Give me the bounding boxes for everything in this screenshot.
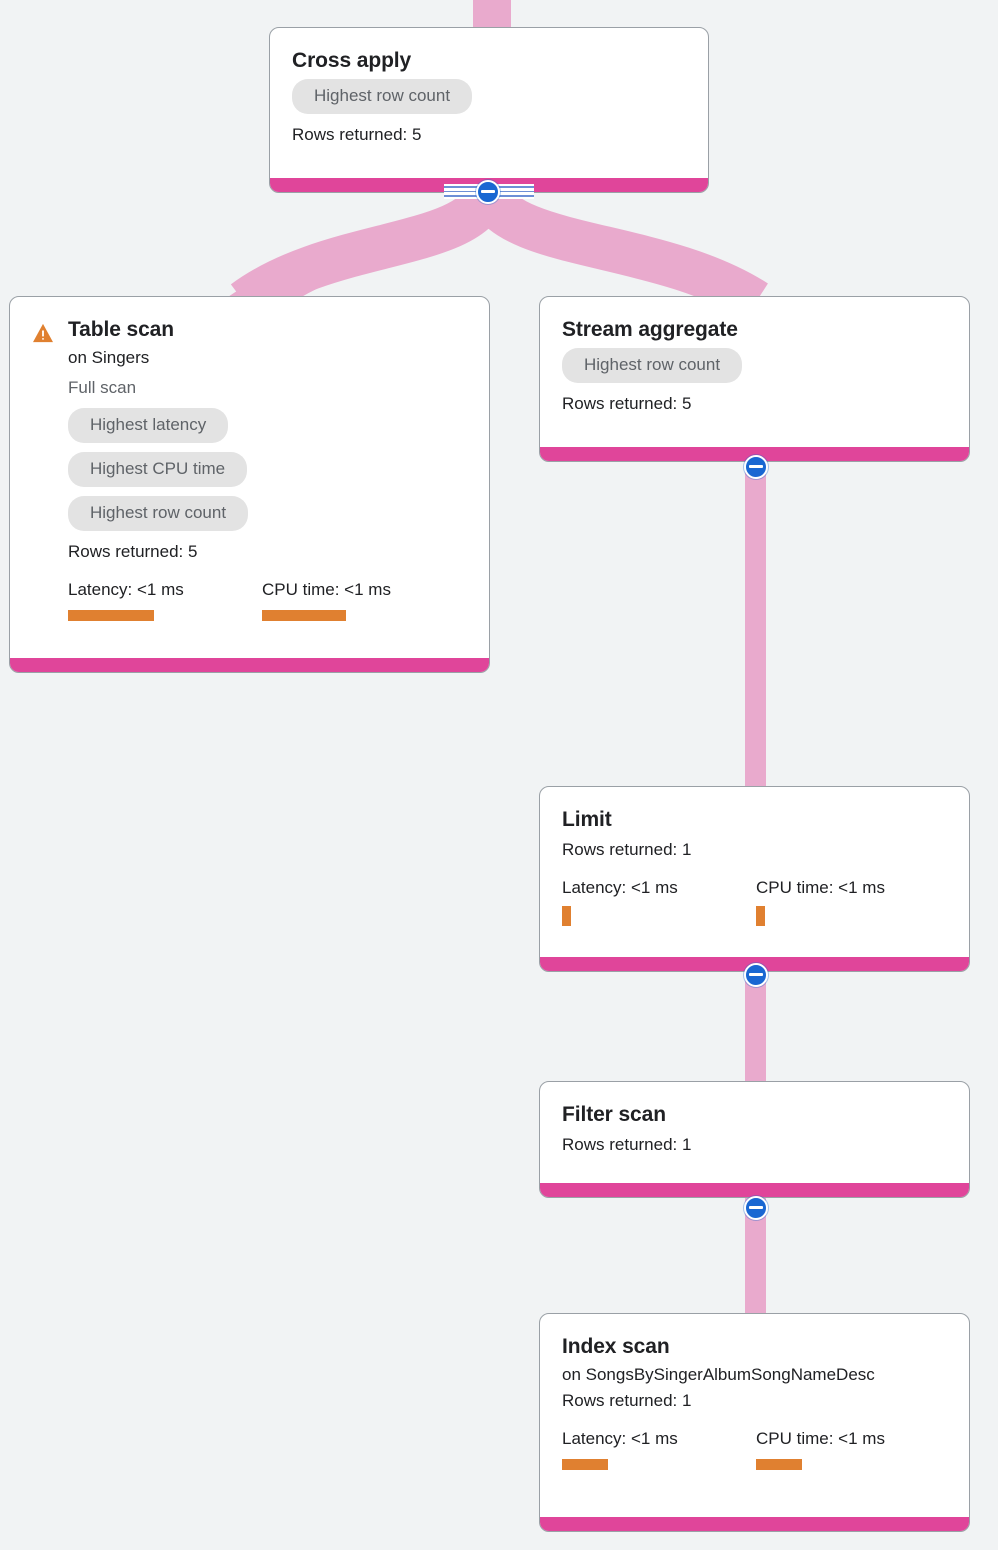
node-subtitle-table: on Singers (68, 348, 150, 367)
badge-highest-latency: Highest latency (68, 408, 229, 443)
node-header: Limit (562, 807, 947, 833)
node-scan-type: Full scan (68, 378, 137, 397)
minus-glyph (749, 1206, 763, 1209)
metric-cpu-time-bar (262, 610, 346, 621)
node-title: Table scan (68, 318, 174, 341)
badge-highest-cpu-time: Highest CPU time (68, 452, 248, 487)
node-metrics: Latency: <1 ms CPU time: <1 ms (562, 877, 947, 926)
node-index-scan[interactable]: Index scan on SongsBySingerAlbumSongName… (539, 1313, 970, 1532)
metric-cpu-time-label: CPU time: <1 ms (756, 1429, 885, 1448)
node-footer-bar (540, 1517, 969, 1531)
node-table-scan[interactable]: Table scan on Singers Full scan Highest … (9, 296, 490, 673)
node-header: Cross apply (292, 48, 686, 74)
node-header: Index scan (562, 1334, 947, 1360)
edge-cross-apply-to-table-scan (224, 196, 489, 304)
node-title: Index scan (562, 1335, 670, 1358)
metric-latency: Latency: <1 ms (68, 579, 262, 621)
rows-returned-label: Rows returned: 1 (562, 1135, 692, 1154)
node-metrics: Latency: <1 ms CPU time: <1 ms (562, 1428, 947, 1470)
node-title: Stream aggregate (562, 318, 738, 341)
node-footer-bar (10, 658, 489, 672)
node-footer-bar (540, 1183, 969, 1197)
metric-latency: Latency: <1 ms (562, 877, 756, 926)
metric-latency-label: Latency: <1 ms (562, 1429, 678, 1448)
metric-cpu-time: CPU time: <1 ms (756, 877, 885, 926)
rows-returned-label: Rows returned: 5 (68, 542, 198, 561)
metric-latency-bar (68, 610, 154, 621)
edge-ribbon-left (230, 183, 509, 321)
node-stream-aggregate[interactable]: Stream aggregate Highest row count Rows … (539, 296, 970, 462)
node-metrics: Latency: <1 ms CPU time: <1 ms (68, 579, 467, 621)
metric-latency-label: Latency: <1 ms (68, 580, 184, 599)
toggle-stream-aggregate[interactable] (744, 455, 768, 479)
rows-returned-label: Rows returned: 1 (562, 840, 692, 859)
metric-cpu-time-bar (756, 906, 765, 926)
edge-ribbon-right (467, 182, 768, 321)
edge-root-to-cross-apply (473, 0, 511, 30)
metric-cpu-time: CPU time: <1 ms (262, 579, 391, 621)
node-filter-scan[interactable]: Filter scan Rows returned: 1 (539, 1081, 970, 1198)
badge-highest-row-count: Highest row count (292, 79, 473, 114)
node-header: Table scan (32, 317, 467, 343)
metric-latency-bar (562, 1459, 608, 1470)
node-body: Filter scan Rows returned: 1 (540, 1082, 969, 1183)
node-body: Cross apply Highest row count Rows retur… (270, 28, 708, 178)
node-title: Cross apply (292, 49, 412, 72)
rows-returned-label: Rows returned: 5 (562, 394, 692, 413)
rows-returned-label: Rows returned: 1 (562, 1391, 692, 1410)
node-body: Table scan on Singers Full scan Highest … (10, 297, 489, 658)
node-body: Limit Rows returned: 1 Latency: <1 ms CP… (540, 787, 969, 957)
node-limit[interactable]: Limit Rows returned: 1 Latency: <1 ms CP… (539, 786, 970, 972)
rows-returned-label: Rows returned: 5 (292, 125, 422, 144)
edge-stream-aggregate-to-limit (745, 462, 766, 792)
metric-cpu-time-label: CPU time: <1 ms (756, 878, 885, 897)
badge-highest-row-count: Highest row count (68, 496, 249, 531)
node-body: Stream aggregate Highest row count Rows … (540, 297, 969, 447)
node-cross-apply[interactable]: Cross apply Highest row count Rows retur… (269, 27, 709, 193)
toggle-limit[interactable] (744, 963, 768, 987)
minus-glyph (749, 465, 763, 468)
metric-cpu-time: CPU time: <1 ms (756, 1428, 885, 1470)
metric-latency-label: Latency: <1 ms (562, 878, 678, 897)
metric-latency: Latency: <1 ms (562, 1428, 756, 1470)
node-subtitle-index: on SongsBySingerAlbumSongNameDesc (562, 1365, 875, 1384)
node-title: Limit (562, 808, 612, 831)
toggle-cross-apply[interactable] (476, 180, 500, 204)
metric-cpu-time-bar (756, 1459, 802, 1470)
metric-latency-bar (562, 906, 571, 926)
node-header: Stream aggregate (562, 317, 947, 343)
metric-cpu-time-label: CPU time: <1 ms (262, 580, 391, 599)
node-body: Index scan on SongsBySingerAlbumSongName… (540, 1314, 969, 1517)
minus-glyph (481, 190, 495, 193)
node-footer-bar (540, 447, 969, 461)
badge-highest-row-count: Highest row count (562, 348, 743, 383)
node-header: Filter scan (562, 1102, 947, 1128)
minus-glyph (749, 973, 763, 976)
toggle-filter-scan[interactable] (744, 1196, 768, 1220)
warning-triangle-icon (33, 323, 53, 343)
node-title: Filter scan (562, 1103, 666, 1126)
